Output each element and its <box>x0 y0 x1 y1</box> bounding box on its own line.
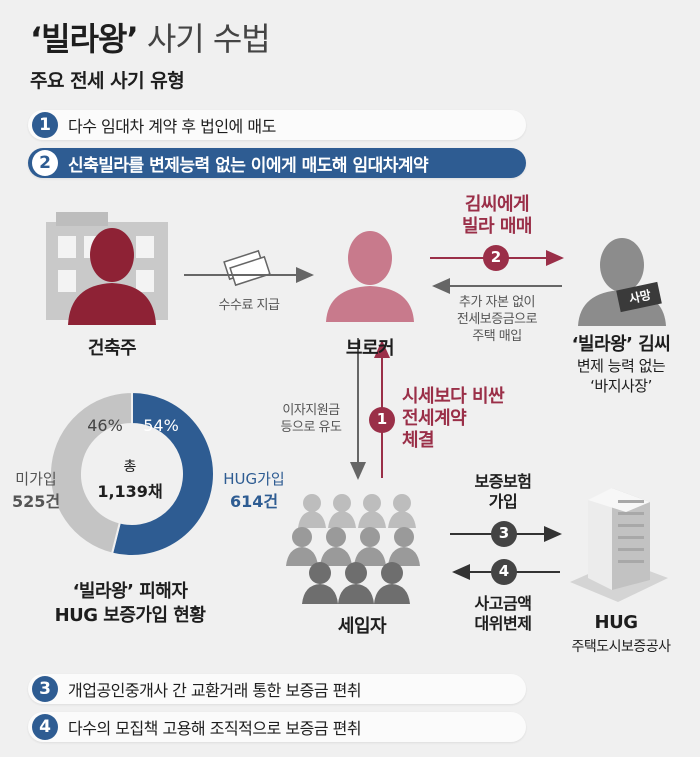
uninsured-value: 525건 <box>11 492 61 511</box>
insured-name: HUG가입 <box>223 470 285 488</box>
type-bar-4: 4 다수의 모집책 고용해 조직적으로 보증금 편취 <box>28 712 526 742</box>
builder-person-icon <box>68 228 156 325</box>
donut-percent-uninsured: 46% <box>87 416 123 435</box>
sale-label: 김씨에게 빌라 매매 <box>452 194 542 238</box>
tenants-label: 세입자 <box>337 616 387 637</box>
sale-label-line: 김씨에게 <box>464 194 530 215</box>
title-bold: ‘빌라왕’ <box>30 20 139 58</box>
type-text: 다수의 모집책 고용해 조직적으로 보증금 편취 <box>68 719 362 738</box>
type-bar-1: 1 다수 임대차 계약 후 법인에 매도 <box>28 110 526 140</box>
hug-label: HUG <box>594 612 638 633</box>
payout-label-line: 대위변제 <box>474 614 532 633</box>
type-number: 1 <box>32 112 58 138</box>
type-text: 다수 임대차 계약 후 법인에 매도 <box>68 117 276 136</box>
step-1-number: 1 <box>376 410 388 428</box>
hug-full-label: 주택도시보증공사 <box>571 639 671 655</box>
hug-building-icon <box>570 488 668 602</box>
payout-label: 사고금액 대위변제 <box>458 594 548 634</box>
step-2-circle <box>483 245 509 271</box>
insurance-label-line: 보증보험 <box>474 472 532 491</box>
contract-label: 시세보다 비싼 전세계약 체결 <box>402 386 505 452</box>
sale-label-line: 빌라 매매 <box>461 216 533 237</box>
type-bar-3: 3 개업공인중개사 간 교환거래 통한 보증금 편취 <box>28 674 526 704</box>
kim-description-line: ‘바지사장’ <box>590 377 652 395</box>
insurance-label: 보증보험 가입 <box>458 472 548 512</box>
kim-label: ‘빌라왕’ 김씨 <box>571 334 671 355</box>
uninsured-name: 미가입 <box>15 470 57 488</box>
purchase-label-line: 전세보증금으로 <box>456 312 538 327</box>
subtitle: 주요 전세 사기 유형 <box>30 70 185 92</box>
donut-percent-insured: 54% <box>143 416 179 435</box>
builder-label: 건축주 <box>87 338 137 359</box>
type-bar-2: 2 신축빌라를 변제능력 없는 이에게 매도해 임대차계약 <box>28 148 526 178</box>
insurance-label-line: 가입 <box>488 492 518 511</box>
donut-caption-line: HUG 보증가입 현황 <box>54 605 206 626</box>
type-number: 3 <box>32 676 58 702</box>
tenants-crowd-icon <box>286 494 420 604</box>
kim-description: 변제 능력 없는 ‘바지사장’ <box>556 356 686 396</box>
donut-center-label: 총 <box>123 459 137 475</box>
purchase-label-line: 주택 매입 <box>472 329 522 344</box>
title-light: 사기 수법 <box>146 20 271 58</box>
donut-caption-line: ‘빌라왕’ 피해자 <box>72 581 188 602</box>
donut-chart <box>49 390 215 557</box>
donut-center-value: 1,139채 <box>97 482 163 501</box>
deceased-badge <box>616 281 662 313</box>
kim-description-line: 변제 능력 없는 <box>576 357 666 375</box>
donut-caption: ‘빌라왕’ 피해자 HUG 보증가입 현황 <box>30 580 230 628</box>
type-text: 신축빌라를 변제능력 없는 이에게 매도해 임대차계약 <box>68 155 429 176</box>
payout-label-line: 사고금액 <box>474 594 532 613</box>
step-3-circle <box>491 521 517 547</box>
broker-label: 브로커 <box>345 338 395 359</box>
type-number: 2 <box>32 150 58 176</box>
money-icon <box>223 249 271 287</box>
lure-label-line: 이자지원금 <box>282 403 340 418</box>
step-2-number: 2 <box>490 248 502 266</box>
contract-label-line: 전세계약 <box>402 408 467 429</box>
donut-slice-0 <box>110 390 215 557</box>
contract-label-line: 시세보다 비싼 <box>402 386 505 407</box>
lure-label-line: 등으로 유도 <box>280 420 342 435</box>
insured-value: 614건 <box>229 492 279 511</box>
step-1-circle <box>369 407 395 433</box>
kim-person-icon <box>578 238 666 326</box>
step-4-number: 4 <box>498 562 510 580</box>
step-4-circle <box>491 559 517 585</box>
commission-label: 수수료 지급 <box>218 298 280 313</box>
broker-person-icon <box>326 231 414 322</box>
purchase-label-line: 추가 자본 없이 <box>458 295 536 310</box>
purchase-label: 추가 자본 없이 전세보증금으로 주택 매입 <box>436 294 558 345</box>
lure-label: 이자지원금 등으로 유도 <box>270 402 352 436</box>
step-3-number: 3 <box>498 524 510 542</box>
contract-label-line: 체결 <box>402 430 435 451</box>
page-title: ‘빌라왕’ 사기 수법 <box>30 14 271 60</box>
type-number: 4 <box>32 714 58 740</box>
type-text: 개업공인중개사 간 교환거래 통한 보증금 편취 <box>68 681 362 700</box>
donut-slice-1 <box>49 390 133 555</box>
